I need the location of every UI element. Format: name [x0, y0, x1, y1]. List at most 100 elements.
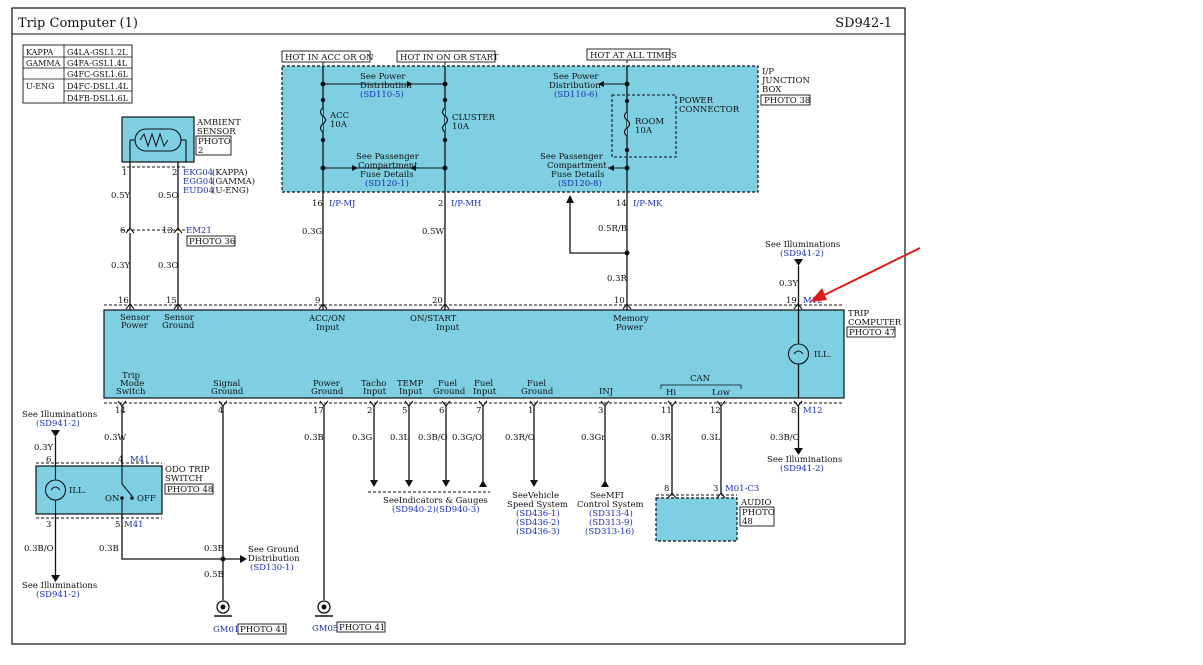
ref-indicators: SeeIndicators & Gauges	[383, 496, 488, 506]
tc-label-trip-3: Switch	[116, 387, 146, 397]
see-ill-odo: See Illuminations	[22, 410, 97, 420]
tc-label-trip-2: Mode	[120, 379, 144, 389]
em-pin-2: 13	[162, 226, 173, 236]
wire-03bo-fuel: 0.3B/O	[418, 433, 448, 443]
engine-row-5-value: D4FB-DSL1.6L	[67, 94, 129, 103]
tc-label-temp-1: TEMP	[397, 379, 424, 389]
tc-label-on-start-1: ON/START	[410, 314, 457, 324]
ambient-pin-1: 1	[122, 168, 127, 178]
room-fuse-name: ROOM	[635, 117, 664, 127]
wire-05o: 0.5O	[158, 191, 179, 201]
wire-03y-ill: 0.3Y	[779, 279, 799, 289]
see-power-1-ref: (SD110-5)	[360, 89, 404, 100]
tc-bottom-conn: M12	[803, 406, 823, 416]
audio-conn: M01-C3	[725, 484, 759, 494]
engine-row-3-value: G4FC-GSL1.6L	[67, 70, 129, 79]
tc-title-1: TRIP	[848, 309, 869, 319]
odo-off-label: OFF	[137, 494, 156, 504]
engine-table: KAPPA G4LA-GSL1.2L GAMMA G4FA-GSL1.4L G4…	[22, 44, 133, 104]
audio-photo-1: PHOTO	[742, 508, 775, 518]
wire-03gr: 0.3Gr	[581, 433, 606, 443]
ref-vehicle-speed-2: Speed System	[507, 500, 568, 510]
tc-bpin-8: 8	[791, 406, 796, 416]
ref-vehicle-speed-ref-3: (SD436-3)	[516, 526, 560, 537]
tc-bpin-7: 7	[476, 406, 481, 416]
tc-bpin-2: 2	[367, 406, 372, 416]
see-passenger-1-c: Fuse Details	[360, 170, 414, 180]
wire-03ro: 0.3R/O	[505, 433, 535, 443]
see-ill-odo-ref: (SD941-2)	[36, 418, 80, 429]
audio-pin-8: 8	[664, 484, 669, 494]
ambient-pin-2: 2	[172, 168, 177, 178]
wire-03o-sensor: 0.3O	[158, 261, 179, 271]
tc-pin-20: 20	[432, 296, 443, 306]
ref-mfi-1: SeeMFI	[590, 491, 624, 501]
see-ill-lower: See Illuminations	[767, 455, 842, 465]
ground-gm05-icon	[315, 600, 333, 617]
see-ill-odo-bottom-ref: (SD941-2)	[36, 589, 80, 600]
engine-row-1-value: G4LA-GSL1.2L	[67, 48, 128, 57]
see-passenger-1-ref: (SD120-1)	[365, 178, 409, 189]
tc-label-tacho-1: Tacho	[361, 379, 386, 389]
wire-05w: 0.5W	[422, 227, 445, 237]
tc-label-temp-2: Input	[399, 387, 423, 397]
see-power-2-b: Distribution	[549, 81, 601, 91]
tc-label-fuel-gnd-1: Fuel	[438, 379, 457, 389]
annotation-arrowhead	[810, 288, 827, 302]
acc-fuse-rating: 10A	[330, 120, 348, 130]
tc-label-memory-2: Power	[616, 323, 644, 333]
see-passenger-2-a: See Passenger	[540, 152, 604, 162]
see-passenger-2-b: Compartment	[547, 161, 607, 171]
odo-wire-out: 0.3B/O	[24, 544, 54, 554]
sig-wire-1: 0.3B	[204, 544, 224, 554]
ref-vehicle-speed-1: SeeVehicle	[512, 491, 559, 501]
tc-bpin-4: 4	[218, 406, 223, 416]
jb-title-2: JUNCTION	[761, 76, 811, 86]
engine-row-2-value: G4FA-GSL1.4L	[67, 59, 128, 68]
cluster-fuse-rating: 10A	[452, 122, 470, 132]
tc-label-sensor-power-1: Sensor	[120, 313, 151, 323]
acc-fuse-icon	[319, 107, 327, 133]
tc-bpin-14: 14	[115, 406, 126, 416]
conn-suffix-ueng: (U-ENG)	[212, 185, 249, 196]
tc-label-trip-1: Trip	[122, 371, 140, 381]
wire-03g-tacho: 0.3G	[352, 433, 373, 443]
tc-pin-16: 16	[118, 296, 129, 306]
tc-bpin-11: 11	[661, 406, 672, 416]
conn-code-ueng: EUD04	[183, 186, 214, 196]
tc-label-memory-1: Memory	[613, 314, 649, 324]
tc-bpin-1: 1	[528, 406, 533, 416]
jb-title-3: BOX	[762, 85, 782, 95]
cluster-fuse-name: CLUSTER	[452, 113, 496, 123]
odo-pin-4: 4	[118, 455, 123, 465]
tc-label-fuel-in-1: Fuel	[474, 379, 493, 389]
diagram-code: SD942-1	[835, 16, 892, 31]
hot-always-label: HOT AT ALL TIMES	[590, 51, 677, 61]
tc-bpin-5: 5	[402, 406, 407, 416]
jb-conn-cluster: I/P-MH	[451, 199, 481, 209]
wire-05rb: 0.5R/B	[598, 224, 627, 234]
annotation-arrow	[817, 247, 921, 299]
ambient-photo-2: 2	[198, 146, 203, 156]
gm05-label: GM05	[312, 624, 338, 634]
engine-row-4-name: U-ENG	[26, 82, 55, 91]
jb-pin-acc: 16	[312, 199, 323, 209]
tc-ill-lamp-icon	[787, 343, 810, 365]
power-connector-box	[611, 94, 677, 158]
tc-label-fuel-gnd2-1: Fuel	[527, 379, 546, 389]
ground-gm01-icon	[214, 600, 232, 617]
em-photo: PHOTO 36	[189, 237, 235, 247]
wire-03l-temp: 0.3L	[390, 433, 410, 443]
see-ground-2: Distribution	[248, 554, 300, 564]
odo-ill-lamp-icon	[44, 479, 67, 501]
see-ill-upper: See Illuminations	[765, 240, 840, 250]
ref-mfi-ref-3: (SD313-16)	[585, 526, 634, 537]
odo-conn-bottom: M41	[124, 520, 144, 530]
junction-box: HOT IN ACC OR ON HOT IN ON OR START HOT …	[281, 48, 811, 193]
tc-label-on-start-2: Input	[436, 323, 460, 333]
audio-photo-2: 48	[742, 517, 753, 527]
room-fuse-rating: 10A	[635, 126, 653, 136]
tc-label-signal-2: Ground	[211, 387, 244, 397]
conn-code-gamma: EGG04	[183, 177, 214, 187]
